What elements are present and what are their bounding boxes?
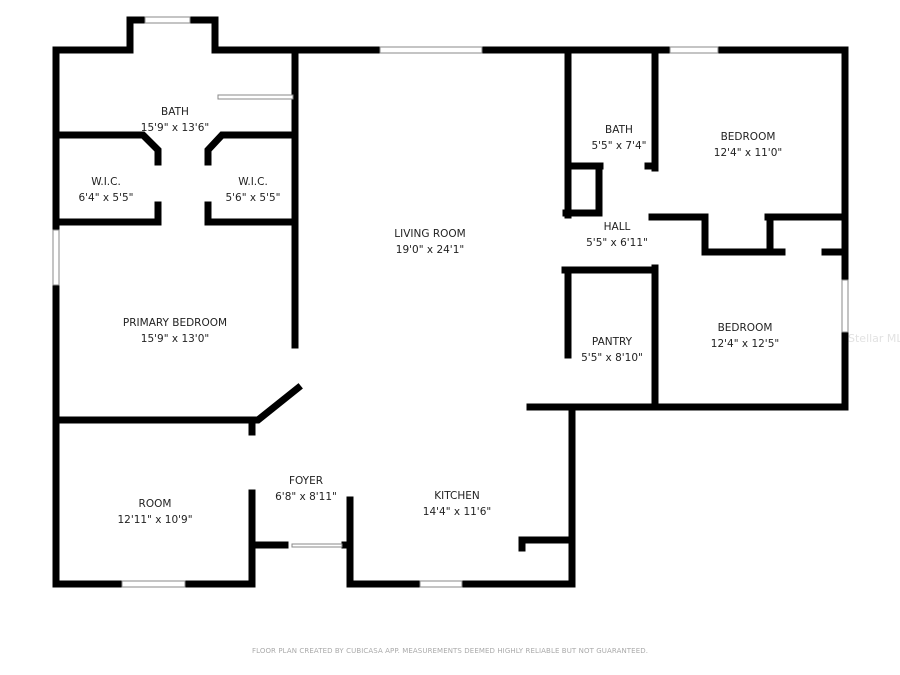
room-name: ROOM <box>139 498 172 510</box>
room-name: W.I.C. <box>238 176 268 188</box>
room-name: PRIMARY BEDROOM <box>123 317 227 329</box>
room-dims: 5'5" x 6'11" <box>586 237 648 249</box>
door-threshold <box>291 543 343 548</box>
room-dims: 15'9" x 13'0" <box>141 333 209 345</box>
room-dims: 15'9" x 13'6" <box>141 122 209 134</box>
window <box>52 229 60 286</box>
room-name: FOYER <box>289 475 323 487</box>
room-name: BEDROOM <box>721 131 776 143</box>
window <box>669 46 719 54</box>
room-name: PANTRY <box>592 336 633 348</box>
room-dims: 6'4" x 5'5" <box>78 192 133 204</box>
room-dims: 5'5" x 7'4" <box>591 140 646 152</box>
window <box>419 580 463 588</box>
room-dims: 12'11" x 10'9" <box>117 514 192 526</box>
window <box>379 46 483 54</box>
room-dims: 19'0" x 24'1" <box>396 244 464 256</box>
walls <box>52 16 849 588</box>
room-labels: BATH 15'9" x 13'6" W.I.C. 6'4" x 5'5" W.… <box>78 106 782 526</box>
windows <box>52 16 849 588</box>
room-dims: 14'4" x 11'6" <box>423 506 491 518</box>
room-dims: 12'4" x 12'5" <box>711 338 779 350</box>
room-dims: 5'5" x 8'10" <box>581 352 643 364</box>
room-name: BATH <box>161 106 189 118</box>
room-dims: 5'6" x 5'5" <box>225 192 280 204</box>
room-name: W.I.C. <box>91 176 121 188</box>
room-name: BEDROOM <box>718 322 773 334</box>
towel-bar <box>217 94 294 100</box>
room-name: BATH <box>605 124 633 136</box>
room-name: LIVING ROOM <box>394 228 465 240</box>
room-name: KITCHEN <box>434 490 480 502</box>
window <box>144 16 191 24</box>
watermark: Stellar MLS <box>848 332 900 345</box>
window <box>841 279 849 333</box>
room-dims: 12'4" x 11'0" <box>714 147 782 159</box>
window <box>121 580 186 588</box>
room-name: HALL <box>604 221 631 233</box>
footer-disclaimer: FLOOR PLAN CREATED BY CUBICASA APP. MEAS… <box>251 647 649 655</box>
room-dims: 6'8" x 8'11" <box>275 491 337 503</box>
